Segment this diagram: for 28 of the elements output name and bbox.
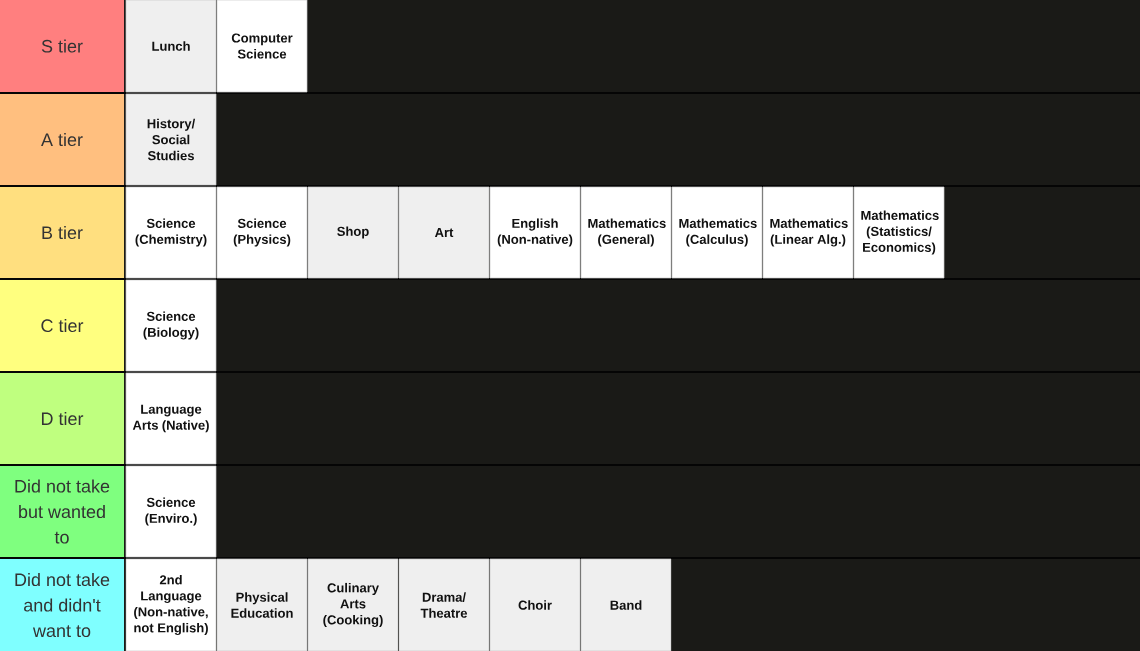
item-tile: Science (Biology): [125, 279, 217, 372]
item-tile: Shop: [307, 186, 399, 279]
item-tile: Culinary Arts (Cooking): [307, 558, 399, 651]
item-tile: Art: [398, 186, 490, 279]
item-tile: History/ Social Studies: [125, 93, 217, 186]
tier-label: Did not take and didn't want to: [0, 559, 124, 651]
tier-label: D tier: [0, 373, 124, 464]
item-tile: Physical Education: [216, 558, 308, 651]
item-tile: Computer Science: [216, 0, 308, 93]
item-tile: Band: [580, 558, 672, 651]
item-tile: Mathematics (Linear Alg.): [762, 186, 854, 279]
tier-label: B tier: [0, 187, 124, 278]
item-tile: Lunch: [125, 0, 217, 93]
tier-label: C tier: [0, 280, 124, 371]
item-tile: Choir: [489, 558, 581, 651]
item-tile: Mathematics (Calculus): [671, 186, 763, 279]
item-tile: Mathematics (Statistics/ Economics): [853, 186, 945, 279]
tier-label: Did not take but wanted to: [0, 466, 124, 557]
item-tile: English (Non-native): [489, 186, 581, 279]
tier-label: S tier: [0, 0, 124, 92]
tier-label: A tier: [0, 94, 124, 185]
item-tile: Drama/ Theatre: [398, 558, 490, 651]
item-tile: 2nd Language (Non-native, not English): [125, 558, 217, 651]
item-tile: Science (Enviro.): [125, 465, 217, 558]
item-tile: Language Arts (Native): [125, 372, 217, 465]
item-tile: Science (Chemistry): [125, 186, 217, 279]
item-tile: Mathematics (General): [580, 186, 672, 279]
item-tile: Science (Physics): [216, 186, 308, 279]
